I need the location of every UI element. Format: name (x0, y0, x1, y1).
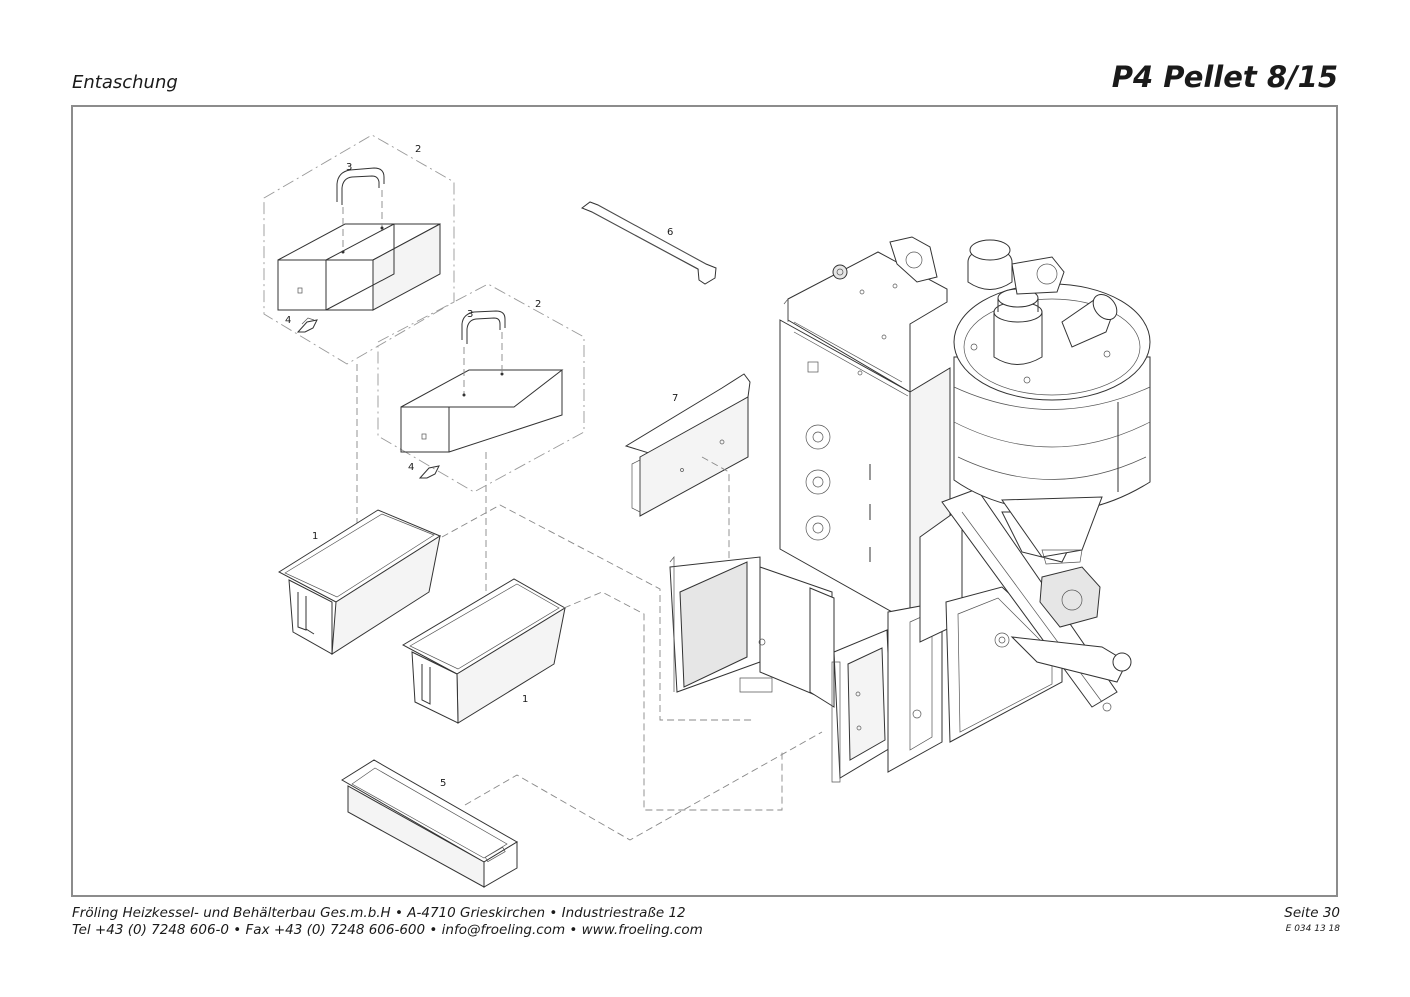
footer-address: Fröling Heizkessel- und Behälterbau Ges.… (72, 905, 686, 921)
label-drawer: 5 (440, 778, 446, 789)
label-handle-upper: 3 (346, 162, 352, 173)
label-clip-lower: 4 (408, 462, 414, 473)
exploded-view-drawing: 2 3 4 2 3 4 6 (263, 134, 1151, 888)
pellet-tank (889, 236, 1151, 565)
section-title: Entaschung (72, 72, 178, 93)
label-tray-upper: 1 (312, 531, 318, 542)
model-title: P4 Pellet 8/15 (1111, 60, 1338, 94)
label-tray-lower: 1 (522, 694, 528, 705)
label-cover: 7 (672, 393, 678, 404)
boiler-lower (669, 556, 943, 783)
label-box-upper: 2 (415, 144, 421, 155)
ash-tray-upper (277, 509, 442, 655)
label-handle-lower: 3 (467, 309, 473, 320)
page-number: Seite 30 (1284, 905, 1340, 921)
ash-tray-lower (401, 578, 566, 724)
footer-contact: Tel +43 (0) 7248 606-0 • Fax +43 (0) 724… (72, 922, 703, 938)
box-assembly-lower (377, 283, 585, 612)
label-box-lower: 2 (535, 299, 541, 310)
ash-drawer (341, 759, 518, 888)
document-code: E 034 13 18 (1285, 924, 1340, 934)
box-assembly-upper (263, 134, 455, 562)
label-rail: 6 (667, 227, 673, 238)
rail-part (580, 201, 717, 285)
drawing-frame: 2 3 4 2 3 4 6 (71, 105, 1338, 897)
label-clip-upper: 4 (285, 315, 291, 326)
boiler-body (779, 251, 951, 623)
cover-plate-part (624, 373, 751, 628)
assembly-lines (441, 504, 823, 841)
